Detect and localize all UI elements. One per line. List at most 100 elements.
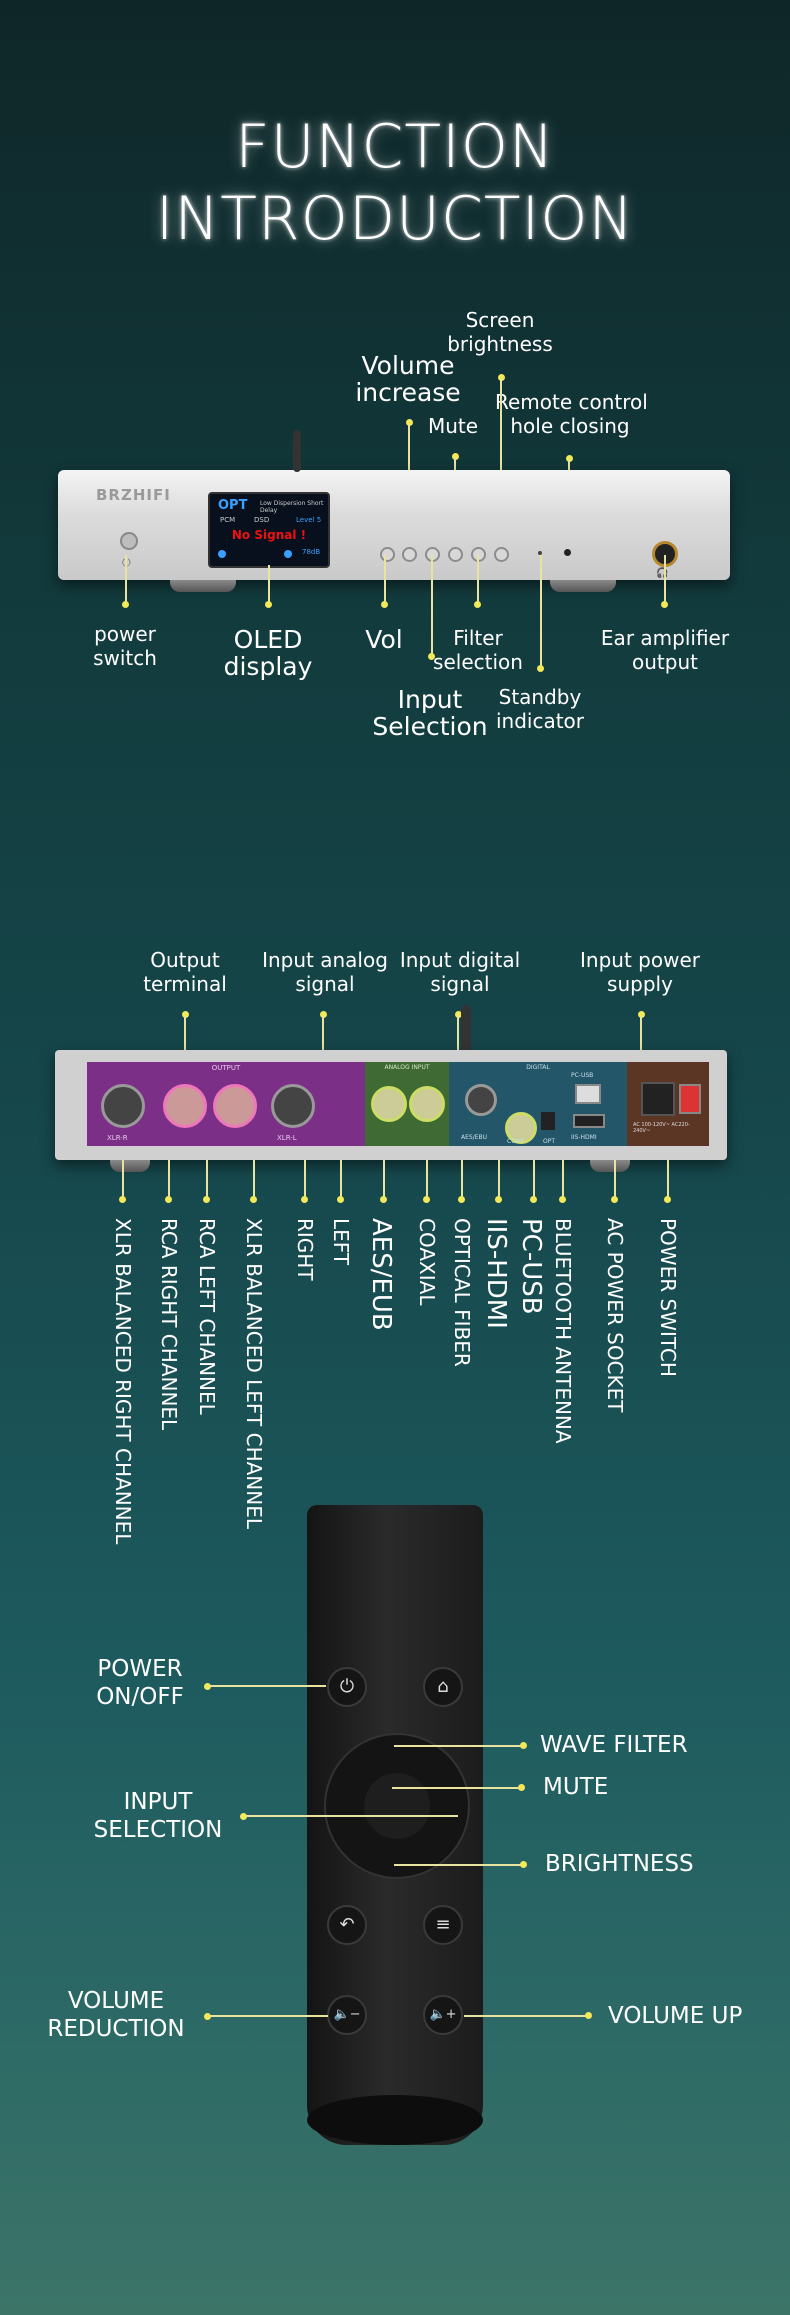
- opt-label: OPT: [543, 1138, 556, 1145]
- rear-connector-dot: [611, 1196, 618, 1203]
- rear-connector-line: [562, 1160, 564, 1198]
- pc-usb-jack[interactable]: [575, 1084, 601, 1104]
- oled-pcm: PCM: [220, 516, 236, 524]
- digital-panel: DIGITAL PC-USB AES/EBU COAX OPT IIS-HDMI: [449, 1062, 627, 1146]
- analog-panel: ANALOG INPUT: [365, 1062, 449, 1146]
- standby-led: [538, 551, 542, 555]
- aes-jack[interactable]: [465, 1084, 497, 1116]
- coax-label: COAX: [507, 1138, 525, 1145]
- rear-connector-dot: [664, 1196, 671, 1203]
- rear-label-2: RCA LEFT CHANNEL: [195, 1218, 219, 1415]
- iis-hdmi-jack[interactable]: [573, 1114, 605, 1128]
- output-panel-label: OUTPUT: [211, 1064, 241, 1072]
- vol-down-button[interactable]: [380, 547, 395, 562]
- label-volume-reduction: VOLUME REDUCTION: [47, 1988, 185, 2042]
- label-remote-brightness: BRIGHTNESS: [545, 1851, 694, 1877]
- title-line1: FUNCTION: [235, 112, 555, 182]
- label-input-selection: Input Selection: [372, 685, 488, 741]
- oled-filter: Low Dispersion Short Delay: [260, 500, 324, 514]
- oled-sample: 78dB: [302, 548, 321, 556]
- rear-label-12: AC POWER SOCKET: [603, 1218, 627, 1413]
- rear-connector-line: [206, 1160, 208, 1198]
- label-power-switch: power switch: [93, 622, 157, 670]
- analog-left-jack[interactable]: [409, 1086, 445, 1122]
- rear-connector-dot: [423, 1196, 430, 1203]
- remote-home-button[interactable]: ⌂: [423, 1667, 463, 1707]
- remote-dpad[interactable]: [324, 1733, 470, 1879]
- rear-antenna: [461, 1005, 471, 1057]
- remote-menu-button[interactable]: ≡: [423, 1905, 463, 1945]
- remote-dpad-center[interactable]: [364, 1773, 430, 1839]
- oled-dsd: DSD: [254, 516, 270, 524]
- rear-label-3: XLR BALANCED LEFT CHANNEL: [242, 1218, 266, 1529]
- rear-power-switch[interactable]: [679, 1084, 701, 1114]
- rca-right-jack[interactable]: [163, 1084, 207, 1128]
- label-remote-power: POWER ON/OFF: [96, 1656, 184, 1710]
- front-antenna: [293, 430, 301, 472]
- label-remote-input: INPUT SELECTION: [93, 1789, 223, 1843]
- rear-label-6: AES/EUB: [366, 1218, 396, 1331]
- rca-left-jack[interactable]: [213, 1084, 257, 1128]
- label-remote-mute: MUTE: [543, 1774, 609, 1800]
- remote-vol-down-button[interactable]: 🔈−: [327, 1995, 367, 2035]
- rear-label-9: IIS-HDMI: [481, 1218, 511, 1329]
- oled-status: No Signal !: [231, 528, 307, 542]
- rear-connector-dot: [165, 1196, 172, 1203]
- rear-connector-line: [340, 1160, 342, 1198]
- rear-connector-dot: [301, 1196, 308, 1203]
- remote-power-button[interactable]: ⏻: [327, 1667, 367, 1707]
- label-output-terminal: Output terminal: [143, 948, 227, 996]
- rear-connector-dot: [458, 1196, 465, 1203]
- label-filter-selection: Filter selection: [433, 626, 523, 674]
- remote-control: ⏻ ⌂ ↶ ≡ 🔈− 🔈+: [307, 1505, 483, 2145]
- rear-connector-dot: [530, 1196, 537, 1203]
- power-knob: [120, 532, 138, 550]
- optical-jack[interactable]: [541, 1112, 555, 1130]
- label-input-power: Input power supply: [580, 948, 700, 996]
- label-remote-hole: Remote control hole closing: [495, 390, 648, 438]
- xlr-right-jack[interactable]: [101, 1084, 145, 1128]
- rear-label-0: XLR BALANCED RIGHT CHANNEL: [111, 1218, 135, 1545]
- rear-connector-line: [426, 1160, 428, 1198]
- vol-up-button[interactable]: [402, 547, 417, 562]
- rear-connector-dot: [119, 1196, 126, 1203]
- coax-jack[interactable]: [505, 1112, 537, 1144]
- front-panel-device: BRZHIFI ⏻ OPT Low Dispersion Short Delay…: [58, 470, 730, 580]
- rear-connector-line: [383, 1160, 385, 1198]
- label-wave-filter: WAVE FILTER: [540, 1732, 688, 1758]
- oled-level: Level 5: [296, 516, 322, 524]
- analog-right-jack[interactable]: [371, 1086, 407, 1122]
- rear-label-13: POWER SWITCH: [656, 1218, 680, 1377]
- brightness-button[interactable]: [494, 547, 509, 562]
- remote-vol-up-button[interactable]: 🔈+: [423, 1995, 463, 2035]
- xlr-left-jack[interactable]: [271, 1084, 315, 1128]
- iis-label: IIS-HDMI: [571, 1134, 597, 1141]
- rear-connector-line: [498, 1160, 500, 1198]
- digital-panel-label: DIGITAL: [526, 1064, 550, 1071]
- label-mute: Mute: [427, 414, 479, 438]
- xlr-l-label: XLR-L: [277, 1134, 297, 1142]
- aes-label: AES/EBU: [461, 1134, 488, 1141]
- rear-connector-line: [253, 1160, 255, 1198]
- label-oled-display: OLED display: [223, 625, 313, 681]
- brand-logo: BRZHIFI: [96, 486, 171, 504]
- title-line2: INTRODUCTION: [155, 184, 635, 254]
- label-volume-increase: Volume increase: [355, 351, 461, 407]
- label-input-digital: Input digital signal: [399, 948, 521, 996]
- rear-label-7: COAXIAL: [415, 1218, 439, 1306]
- oled-screen: OPT Low Dispersion Short Delay PCM DSD L…: [208, 492, 330, 568]
- headphone-icon: 🎧: [656, 568, 669, 579]
- rear-connector-dot: [250, 1196, 257, 1203]
- remote-back-button[interactable]: ↶: [327, 1905, 367, 1945]
- rear-connector-line: [614, 1160, 616, 1198]
- label-vol: Vol: [365, 625, 403, 654]
- rear-connector-line: [461, 1160, 463, 1198]
- mute-button[interactable]: [448, 547, 463, 562]
- rear-label-11: BLUETOOTH ANTENNA: [551, 1218, 575, 1444]
- rear-connector-line: [667, 1160, 669, 1198]
- rear-connector-line: [122, 1160, 124, 1198]
- output-panel: OUTPUT XLR-R XLR-L: [87, 1062, 365, 1146]
- ir-receiver: [564, 549, 571, 556]
- analog-panel-label: ANALOG INPUT: [384, 1064, 430, 1071]
- ac-socket[interactable]: [641, 1082, 675, 1116]
